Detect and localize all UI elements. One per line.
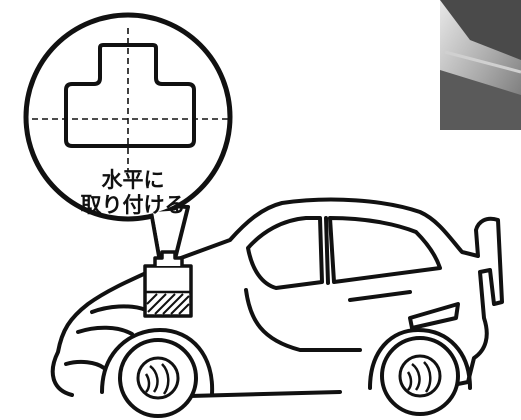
instruction-line-2: 取り付ける: [80, 193, 186, 217]
instruction-label: 水平に 取り付ける: [58, 168, 208, 218]
instruction-line-1: 水平に: [101, 168, 165, 192]
magnifier-callout: [23, 12, 233, 222]
product-photo-corner: [440, 0, 521, 130]
sports-car-illustration: [50, 197, 504, 398]
front-wheel: [118, 338, 198, 418]
mount-unit: [143, 250, 193, 318]
t-bracket-icon: [32, 28, 228, 172]
rear-wheel: [380, 336, 460, 416]
